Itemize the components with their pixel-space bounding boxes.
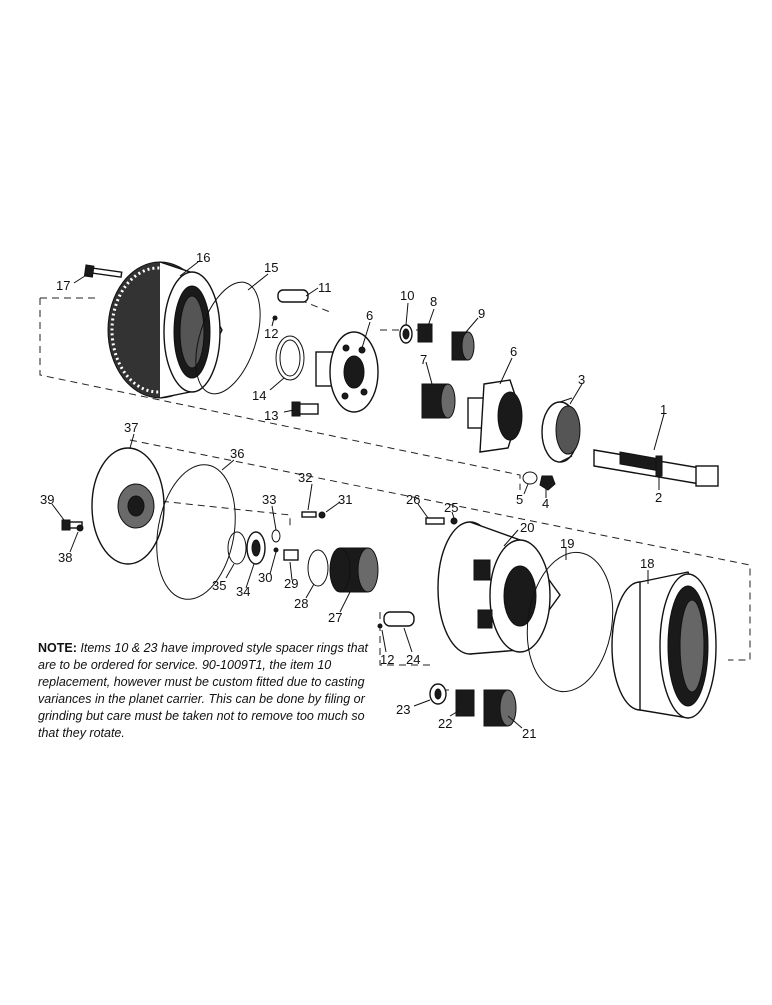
callout-1: 1 (660, 402, 667, 417)
callout-6-lower: 6 (510, 344, 517, 359)
callout-7: 7 (420, 352, 427, 367)
part-30-ball (273, 547, 279, 553)
part-6-carrier-upper (315, 331, 379, 413)
part-10-spacer (399, 324, 413, 344)
callout-17: 17 (56, 278, 70, 293)
part-20-planet-carrier (437, 521, 561, 655)
part-34-washer (246, 531, 266, 565)
part-1-shaft (593, 449, 719, 487)
callout-2: 2 (655, 490, 662, 505)
note-label: NOTE: (38, 641, 77, 655)
part-27-sun-gear (329, 547, 379, 593)
part-16-housing (107, 261, 223, 399)
callout-39: 39 (40, 492, 54, 507)
part-28-ring (307, 549, 329, 587)
callout-38: 38 (58, 550, 72, 565)
callout-36: 36 (230, 446, 244, 461)
part-35-shim (227, 531, 247, 565)
callout-30: 30 (258, 570, 272, 585)
callout-29: 29 (284, 576, 298, 591)
part-14-ring (275, 335, 305, 381)
callout-3: 3 (578, 372, 585, 387)
part-36-gasket (156, 464, 236, 600)
callout-32: 32 (298, 470, 312, 485)
part-21-planet-gear (483, 689, 517, 727)
callout-33: 33 (262, 492, 276, 507)
callout-34: 34 (236, 584, 250, 599)
callout-35: 35 (212, 578, 226, 593)
part-15-snap-ring (195, 281, 261, 395)
part-37-cover (91, 447, 165, 565)
callout-31: 31 (338, 492, 352, 507)
callout-37: 37 (124, 420, 138, 435)
part-24-pin (383, 611, 415, 627)
callout-4: 4 (542, 496, 549, 511)
callout-22: 22 (438, 716, 452, 731)
callout-21: 21 (522, 726, 536, 741)
part-4-nut (539, 475, 556, 491)
leader-lines (51, 261, 665, 729)
callout-12-lower: 12 (380, 652, 394, 667)
part-31-washer (318, 511, 326, 519)
part-5-washer (522, 471, 538, 485)
callout-10: 10 (400, 288, 414, 303)
callout-25: 25 (444, 500, 458, 515)
part-17-bolt (83, 264, 123, 278)
part-9-gear (451, 331, 475, 361)
callout-20: 20 (520, 520, 534, 535)
callout-14: 14 (252, 388, 266, 403)
callout-27: 27 (328, 610, 342, 625)
part-39-bolt (61, 519, 83, 531)
callout-13: 13 (264, 408, 278, 423)
part-13-bolt (291, 401, 319, 417)
callout-26: 26 (406, 492, 420, 507)
part-12-ball-lower (377, 623, 383, 629)
callout-12-upper: 12 (264, 326, 278, 341)
callout-15: 15 (264, 260, 278, 275)
callout-labels: 17 16 15 11 12 14 13 6 10 8 9 7 6 3 1 2 … (40, 250, 667, 741)
part-33-oring (271, 529, 281, 543)
service-note: NOTE: Items 10 & 23 have improved style … (38, 640, 368, 742)
callout-8: 8 (430, 294, 437, 309)
part-25-washer (450, 517, 458, 525)
callout-24: 24 (406, 652, 420, 667)
part-32-bolt (301, 511, 317, 518)
note-text: Items 10 & 23 have improved style spacer… (38, 641, 369, 740)
part-3-seal (541, 397, 581, 463)
part-2-ring (655, 455, 663, 477)
part-22-bearing (455, 689, 475, 717)
callout-18: 18 (640, 556, 654, 571)
part-11-pin (277, 289, 309, 303)
callout-23: 23 (396, 702, 410, 717)
part-18-ring-gear (611, 571, 717, 719)
callout-19: 19 (560, 536, 574, 551)
part-7-bearing (421, 383, 456, 419)
callout-9: 9 (478, 306, 485, 321)
callout-5: 5 (516, 492, 523, 507)
part-19-gasket (526, 551, 614, 693)
callout-11: 11 (318, 280, 332, 295)
callout-16: 16 (196, 250, 210, 265)
part-26-bolt (425, 517, 445, 525)
part-29-plug (283, 549, 299, 561)
part-23-spacer (429, 683, 447, 705)
part-6-carrier-lower (467, 379, 523, 453)
callout-28: 28 (294, 596, 308, 611)
part-38-washer (76, 524, 84, 532)
callout-6-upper: 6 (366, 308, 373, 323)
part-8-bearing (417, 323, 433, 343)
